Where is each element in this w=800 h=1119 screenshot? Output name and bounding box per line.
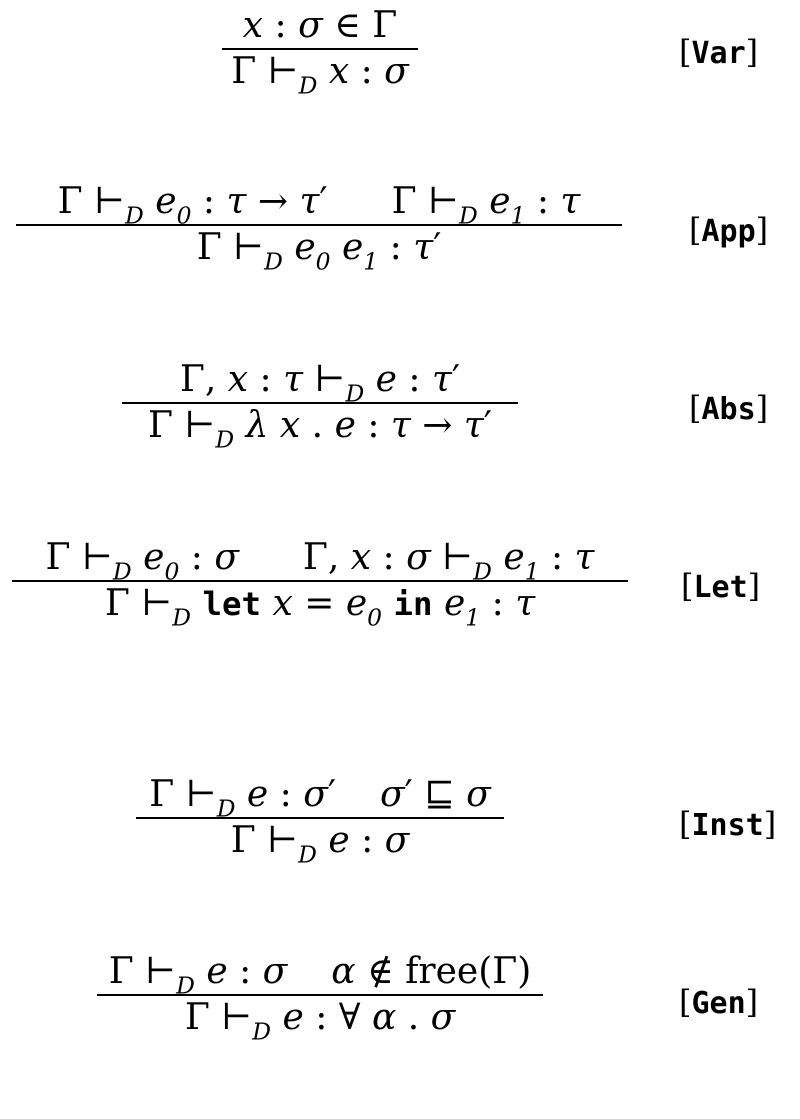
rule-inst-premises: Γ ⊢D e : σ′ σ′ ⊑ σ (149, 773, 491, 823)
rule-inst-premise-2: σ′ ⊑ σ (380, 774, 491, 815)
rule-app-label: [App] (689, 211, 769, 249)
rule-gen-conclusion: Γ ⊢D e : ∀ α . σ (184, 997, 456, 1046)
rule-gen-fraction: Γ ⊢D e : σ α ∉ free(Γ) Γ ⊢D e : ∀ α . σ (97, 950, 543, 1046)
rule-let-conclusion: Γ ⊢D let x = e0 in e1 : τ (104, 583, 536, 632)
rule-abs-fraction: Γ, x : τ ⊢D e : τ′ Γ ⊢D λ x . e : τ → τ′ (122, 358, 518, 454)
rule-gen-premise-1: Γ ⊢D e : σ (108, 951, 288, 1000)
rule-app-premise-1: Γ ⊢D e0 : τ → τ′ (57, 181, 328, 230)
rule-gen-premises: Γ ⊢D e : σ α ∉ free(Γ) (108, 950, 532, 1000)
rule-abs-bar (122, 402, 518, 404)
rule-abs-label: [Abs] (689, 389, 769, 427)
rule-app-premise-2: Γ ⊢D e1 : τ (391, 181, 581, 230)
rule-app-conclusion: Γ ⊢D e0 e1 : τ′ (196, 227, 442, 276)
rule-inst-bar (136, 817, 504, 819)
rule-var-label: [Var] (679, 33, 759, 71)
rule-abs-premise: Γ, x : τ ⊢D e : τ′ (179, 359, 461, 408)
rule-var-premise: x : σ ∈ Γ (242, 5, 398, 46)
rule-inst-label: [Inst] (679, 805, 777, 843)
rule-inst-premise-1: Γ ⊢D e : σ′ (149, 774, 336, 823)
rule-gen-premise-2: α ∉ free(Γ) (331, 951, 532, 992)
rule-app-premises: Γ ⊢D e0 : τ → τ′ Γ ⊢D e1 : τ (57, 180, 581, 230)
rule-var-bar (222, 48, 418, 50)
rule-var-fraction: x : σ ∈ Γ Γ ⊢D x : σ (222, 4, 418, 100)
rule-gen-label: [Gen] (679, 983, 759, 1021)
rule-gen-bar (97, 994, 543, 996)
rule-var-conclusion: Γ ⊢D x : σ (231, 51, 409, 100)
rule-let-bar (12, 580, 628, 582)
rule-inst-fraction: Γ ⊢D e : σ′ σ′ ⊑ σ Γ ⊢D e : σ (136, 773, 504, 869)
rule-let-premise-1: Γ ⊢D e0 : σ (45, 537, 239, 586)
rule-abs-conclusion: Γ ⊢D λ x . e : τ → τ′ (148, 405, 492, 454)
rule-let-label: [Let] (681, 567, 761, 605)
rule-let-premises: Γ ⊢D e0 : σ Γ, x : σ ⊢D e1 : τ (45, 536, 595, 586)
rule-app-fraction: Γ ⊢D e0 : τ → τ′ Γ ⊢D e1 : τ Γ ⊢D e0 e1 … (16, 180, 622, 276)
rule-let-premise-2: Γ, x : σ ⊢D e1 : τ (302, 537, 595, 586)
rule-inst-conclusion: Γ ⊢D e : σ (230, 820, 410, 869)
rule-app-bar (16, 224, 622, 226)
rule-let-fraction: Γ ⊢D e0 : σ Γ, x : σ ⊢D e1 : τ Γ ⊢D let … (12, 536, 628, 632)
